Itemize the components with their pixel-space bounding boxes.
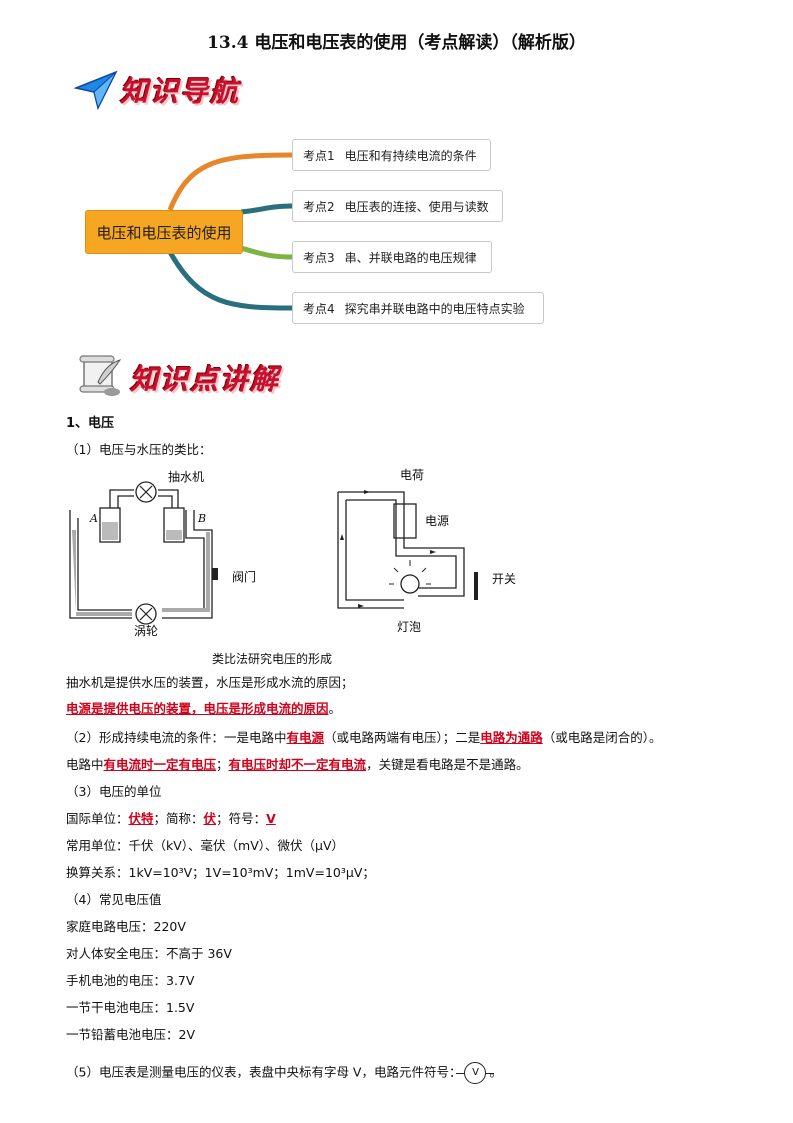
highlight-voltage-current: 有电压时却不一定有电流 <box>228 757 367 772</box>
mindmap-node-text: 串、并联电路的电压规律 <box>344 250 477 265</box>
mindmap-branches <box>167 152 293 311</box>
highlight-volt-symbol: V <box>266 811 276 826</box>
text-span: （2）形成持续电流的条件：一是电路中 <box>66 730 287 745</box>
water-circuit-diagram <box>69 481 218 625</box>
sub-heading-4: （4）常见电压值 <box>66 892 162 907</box>
knowledge-points-banner: 知识点讲解 <box>130 363 281 396</box>
switch-label: 开关 <box>492 572 517 586</box>
highlight-volt-short: 伏 <box>203 811 217 826</box>
text-span: （5）电压表是测量电压的仪表，表盘中央标有字母 V，电路元件符号： <box>66 1064 462 1080</box>
value-phone: 手机电池的电压：3.7V <box>66 973 195 988</box>
bulb-label: 灯泡 <box>397 620 422 634</box>
line-voltmeter: （5）电压表是测量电压的仪表，表盘中央标有字母 V，电路元件符号：V。 <box>66 1062 502 1084</box>
voltmeter-symbol-icon: V <box>456 1062 495 1084</box>
text-span: 国际单位： <box>66 811 129 826</box>
text-span: 电路中 <box>66 757 104 772</box>
line-common-units: 常用单位：千伏（kV）、毫伏（mV）、微伏（μV） <box>66 838 345 853</box>
text-span: ；符号： <box>216 811 267 826</box>
text-span: 。 <box>489 1064 502 1080</box>
text-span: ，关键是看电路是不是通路。 <box>366 757 529 772</box>
mindmap-node-key: 考点2 <box>303 199 335 214</box>
highlight-closed-circuit: 电路为通路 <box>480 730 543 745</box>
sub-heading-1: （1）电压与水压的类比： <box>66 442 212 457</box>
value-lead-acid: 一节铅蓄电池电压：2V <box>66 1027 196 1042</box>
pump-label: 抽水机 <box>168 470 205 484</box>
mindmap-node-text: 探究串并联电路中的电压特点实验 <box>344 301 525 316</box>
knowledge-nav-banner: 知识导航 <box>120 75 241 108</box>
line-si-unit: 国际单位：伏特；简称：伏；符号：V <box>66 810 276 828</box>
sub-heading-3: （3）电压的单位 <box>66 784 162 799</box>
line-condition: （2）形成持续电流的条件：一是电路中有电源（或电路两端有电压）；二是电路为通路（… <box>66 729 662 747</box>
mindmap-node-key: 考点4 <box>303 301 335 316</box>
mindmap-node-1: 考点1 电压和有持续电流的条件 <box>292 139 491 171</box>
charge-label: 电荷 <box>400 468 425 482</box>
text-span: （或电路两端有电压）；二是 <box>323 730 481 745</box>
mindmap-node-text: 电压表的连接、使用与读数 <box>344 199 489 214</box>
highlight-current-voltage: 有电流时一定有电压 <box>103 757 217 772</box>
highlight-has-source: 有电源 <box>286 730 324 745</box>
page-title: 13.4 电压和电压表的使用（考点解读）（解析版） <box>207 33 586 53</box>
value-safe: 对人体安全电压：不高于 36V <box>66 946 232 961</box>
line-pump: 抽水机是提供水压的装置，水压是形成水流的原因； <box>66 675 354 690</box>
mindmap-node-2: 考点2 电压表的连接、使用与读数 <box>292 190 503 222</box>
branch-3 <box>240 245 293 260</box>
diagram-caption: 类比法研究电压的形成 <box>212 652 333 666</box>
branch-1 <box>167 152 293 211</box>
branch-2 <box>240 203 293 215</box>
scroll-quill-icon <box>76 352 124 398</box>
value-dry-cell: 一节干电池电压：1.5V <box>66 1000 195 1015</box>
turbine-label: 涡轮 <box>134 624 159 638</box>
valve-label: 阀门 <box>232 570 257 584</box>
highlight-source: 电源是提供电压的装置，电压是形成电流的原因 <box>66 701 329 716</box>
branch-4 <box>167 250 293 311</box>
mindmap-node-text: 电压和有持续电流的条件 <box>344 148 477 163</box>
tank-a-label: A <box>90 512 98 525</box>
mindmap-node-3: 考点3 串、并联电路的电压规律 <box>292 241 492 273</box>
text-span: ；简称： <box>153 811 204 826</box>
text-span: （或电路是闭合的）。 <box>542 730 662 745</box>
line-conversion: 换算关系：1kV=10³V；1V=10³mV；1mV=10³μV； <box>66 865 375 880</box>
text-span: 。 <box>328 701 342 716</box>
highlight-volt: 伏特 <box>128 811 154 826</box>
value-household: 家庭电路电压：220V <box>66 919 186 934</box>
line-current-voltage: 电路中有电流时一定有电压；有电压时却不一定有电流，关键是看电路是不是通路。 <box>66 756 529 774</box>
text-span: ； <box>216 757 229 772</box>
electric-circuit-diagram <box>337 490 478 609</box>
section-heading: 1、电压 <box>66 416 115 431</box>
source-label: 电源 <box>425 514 450 528</box>
mindmap-node-key: 考点1 <box>303 148 335 163</box>
tank-b-label: B <box>198 512 207 525</box>
paper-plane-icon <box>73 70 118 111</box>
mindmap-node-4: 考点4 探究串并联电路中的电压特点实验 <box>292 292 544 324</box>
mindmap-center: 电压和电压表的使用 <box>85 210 243 254</box>
line-source: 电源是提供电压的装置，电压是形成电流的原因。 <box>66 700 341 718</box>
mindmap-node-key: 考点3 <box>303 250 335 265</box>
